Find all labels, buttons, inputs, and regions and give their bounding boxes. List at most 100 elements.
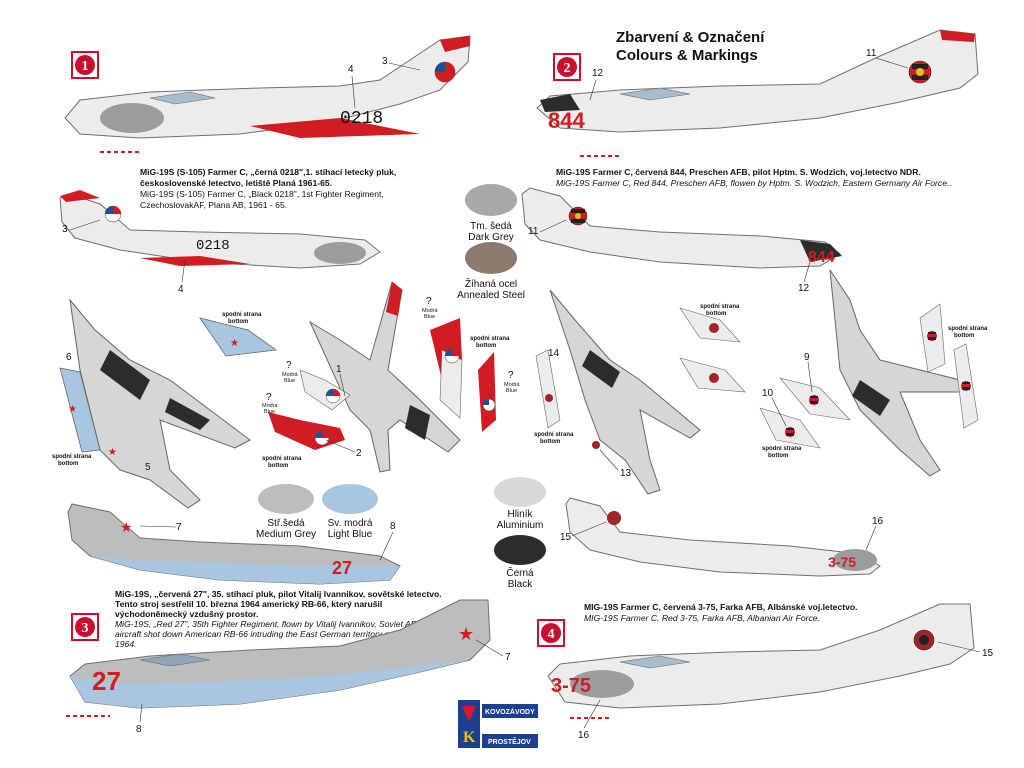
swatch-dark-grey-cz: Tm. šedá — [470, 221, 512, 232]
svg-text:Modrá: Modrá — [422, 308, 439, 314]
aircraft-1-wing-left — [268, 412, 345, 450]
svg-text:Blue: Blue — [284, 378, 295, 384]
caption-3-line-4: MiG-19S, „Red 27", 35th Fighter Regiment… — [115, 619, 417, 629]
callout-12-b: 12 — [798, 283, 810, 294]
serial-844-small: 844 — [808, 249, 835, 266]
underside-label-4-en: bottom — [268, 463, 288, 469]
caption-2-line-1: MiG-19S Farmer C, červená 844, Preschen … — [556, 167, 921, 177]
callout-11-b: 11 — [528, 226, 539, 237]
underside-label-3-en: bottom — [476, 343, 496, 349]
aircraft-1-left-side-profile: 0218 — [59, 190, 381, 269]
caption-1-line-4: CzechoslovakAF, Plana AB, 1961 - 65. — [140, 200, 287, 210]
question-blue-1: ? Modrá Blue — [422, 296, 439, 320]
anti-glare-panel — [100, 103, 164, 133]
callout-15-a: 15 — [560, 532, 572, 543]
callout-6: 6 — [66, 352, 72, 363]
swatch-aluminium-cz: Hliník — [507, 509, 533, 520]
aircraft-4-side-profile: 3-75 — [547, 603, 975, 719]
question-blue-3: ? Modrá Blue — [262, 392, 279, 415]
svg-text:Blue: Blue — [506, 388, 517, 394]
callout-14: 14 — [548, 348, 560, 359]
title-en: Colours & Markings — [616, 47, 758, 64]
badge-1-label: 1 — [82, 59, 89, 74]
caption-3-line-6: 1964. — [115, 639, 137, 649]
swatch-medium-grey-chip — [258, 484, 314, 514]
caption-1-line-3: MiG-19S (S-105) Farmer C, „Black 0218", … — [140, 189, 384, 199]
svg-text:?: ? — [286, 360, 292, 371]
serial-0218: 0218 — [340, 109, 383, 129]
swatch-aluminium-en: Aluminium — [497, 520, 544, 531]
logo-emblem — [458, 700, 480, 748]
aircraft-2-side-profile: 844 — [536, 29, 979, 157]
underside-label-5: spodní strana — [700, 304, 740, 310]
red-star-marking: ★ — [108, 447, 117, 458]
logo-line-2: PROSTĚJOV — [488, 737, 531, 746]
profile-badge-3: 3 — [71, 613, 99, 641]
underside-label-1: spodní strana — [222, 312, 262, 318]
caption-aircraft-1: MiG-19S (S-105) Farmer C, „černá 0218",1… — [140, 167, 396, 210]
callout-16-a: 16 — [872, 516, 884, 527]
swatch-light-blue-en: Light Blue — [328, 529, 373, 540]
swatch-aluminium: Hliník Aluminium — [494, 477, 546, 531]
caption-4-line-1: MIG-19S Farmer C, červená 3-75, Farka AF… — [584, 602, 858, 612]
aircraft-2-fin-1 — [919, 303, 946, 373]
underside-label-7: spodní strana — [534, 432, 574, 438]
svg-text:Blue: Blue — [424, 314, 435, 320]
underside-label-7-en: bottom — [540, 439, 560, 445]
callouts: 3 4 11 12 3 4 11 12 6 5 1 2 14 13 9 10 7… — [62, 48, 994, 741]
callout-5: 5 — [145, 462, 151, 473]
caption-3-line-2: Tento stroj sestřelil 10. března 1964 am… — [115, 599, 382, 609]
aircraft-1-top-view — [308, 281, 461, 473]
underside-label-8-en: bottom — [768, 453, 788, 459]
caption-1-line-2: československé letectvo, letiště Planá 1… — [140, 178, 332, 188]
swatch-dark-grey: Tm. šedá Dark Grey — [465, 184, 517, 243]
aircraft-4-left-side-profile: 3-75 — [565, 497, 881, 577]
title-cz: Zbarvení & Označení — [616, 29, 765, 46]
aircraft-2-fin-2 — [953, 343, 979, 429]
caption-4-line-2: MIG-19S Farmer C, Red 3-75, Farka AFB, A… — [584, 613, 820, 623]
svg-text:?: ? — [266, 392, 272, 403]
badge-4-label: 4 — [548, 627, 555, 642]
caption-aircraft-4: MIG-19S Farmer C, červená 3-75, Farka AF… — [584, 602, 858, 623]
caption-aircraft-3: MiG-19S, „červená 27", 35. stíhací pluk,… — [115, 589, 442, 649]
underside-label-1-en: bottom — [228, 319, 248, 325]
callout-15-b: 15 — [982, 648, 994, 659]
svg-text:?: ? — [508, 370, 514, 381]
svg-text:Modrá: Modrá — [282, 372, 299, 378]
callout-4-b: 4 — [178, 284, 184, 295]
caption-3-line-3: východoněmecký vzdušný prostor. — [115, 609, 258, 619]
wing-stripe — [250, 118, 420, 138]
swatch-annealed-steel-en: Annealed Steel — [457, 290, 525, 301]
aircraft-1-fin-red — [478, 352, 496, 432]
swatch-aluminium-chip — [494, 477, 546, 507]
swatch-medium-grey-cz: Stř.šedá — [267, 518, 305, 529]
swatch-light-blue-cz: Sv. modrá — [328, 518, 373, 529]
svg-text:★: ★ — [68, 404, 77, 415]
callout-3-b: 3 — [62, 224, 68, 235]
callout-3-a: 3 — [382, 56, 388, 67]
swatch-medium-grey: Stř.šedá Medium Grey — [256, 484, 316, 540]
svg-text:K: K — [463, 729, 476, 746]
swatch-annealed-steel: Žíhaná ocel Annealed Steel — [457, 242, 525, 301]
swatch-light-blue: Sv. modrá Light Blue — [322, 484, 378, 540]
underside-label-2-en: bottom — [58, 461, 78, 467]
aircraft-4-top-view — [549, 289, 701, 495]
callout-11-a: 11 — [866, 48, 877, 59]
swatch-black: Černá Black — [494, 535, 546, 590]
profile-badge-4: 4 — [537, 619, 565, 647]
nose-panel — [540, 94, 580, 112]
callout-8-b: 8 — [136, 724, 142, 735]
callout-16-b: 16 — [578, 730, 590, 741]
underside-label-3: spodní strana — [470, 336, 510, 342]
aircraft-2-wing-1 — [779, 377, 851, 421]
swatch-medium-grey-en: Medium Grey — [256, 529, 316, 540]
underside-label-4: spodní strana — [262, 456, 302, 462]
question-blue-2: ? Modrá Blue — [282, 360, 299, 384]
underside-label-6: spodní strana — [948, 326, 988, 332]
aircraft-3-side-profile: ★ 27 — [66, 599, 491, 717]
serial-27: 27 — [92, 666, 121, 696]
callout-7-a: 7 — [176, 522, 182, 533]
callout-13: 13 — [620, 468, 632, 479]
serial-375-small: 3-75 — [828, 554, 856, 570]
callout-8-a: 8 — [390, 521, 396, 532]
